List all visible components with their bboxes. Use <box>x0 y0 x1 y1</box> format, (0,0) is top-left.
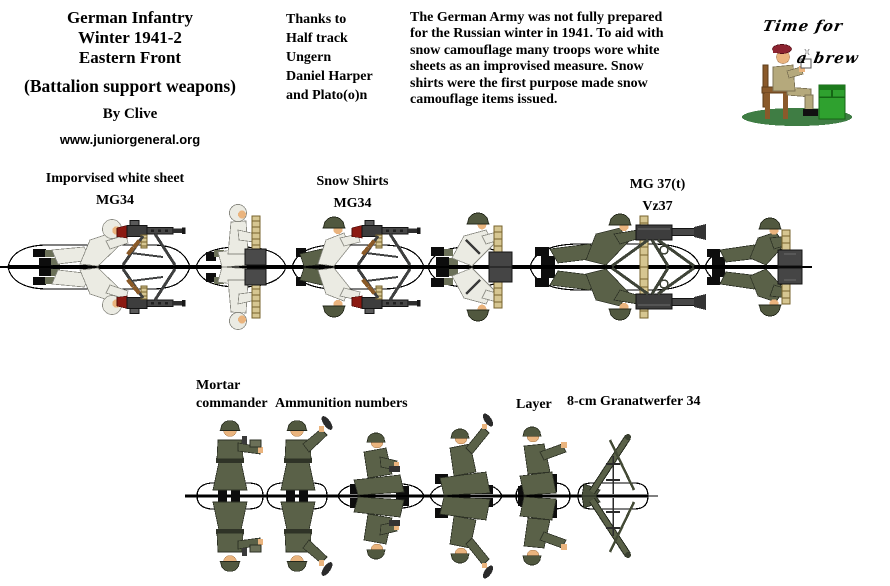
figure-mortar-commander <box>212 420 263 496</box>
thanks-block: Thanks to Half track Ungern Daniel Harpe… <box>286 10 411 105</box>
seated-soldier-brew-icon <box>742 44 852 126</box>
figure-granatwerfer-mortar <box>581 434 636 497</box>
label-mg37t: MG 37(t) Vz37 <box>610 174 705 218</box>
figure-mg34-gunner-snow-shirt <box>296 216 422 267</box>
page-title-line2: Winter 1941-2 <box>78 28 182 47</box>
figure-bases <box>196 482 649 497</box>
figure-layer <box>518 426 567 496</box>
label-group1-title: Imporvised white sheet <box>45 171 185 186</box>
byline: By Clive <box>102 106 158 122</box>
label-group2-title: Snow Shirts <box>316 174 389 189</box>
mortar-team-row <box>185 413 658 580</box>
thanks-line: and Plato(o)n <box>286 88 368 103</box>
figure-assistant-white-sheet <box>206 204 267 268</box>
figure-mg37t-assistant <box>707 217 803 267</box>
title-block: German Infantry Winter 1941-2 Eastern Fr… <box>2 8 258 147</box>
thanks-line: Half track <box>286 31 348 46</box>
machine-gun-teams-row <box>0 204 812 342</box>
brew-caption-line1: Time for <box>761 17 845 35</box>
thanks-line: Ungern <box>286 50 332 65</box>
figure-ammunition-number-standing <box>280 416 333 496</box>
label-mortar-commander-line1: Mortar <box>196 378 241 393</box>
label-group2-subtitle: MG34 <box>333 196 372 211</box>
figure-ammunition-number-raised-bomb <box>435 413 494 496</box>
label-granatwerfer: 8-cm Granatwerfer 34 <box>567 394 701 409</box>
label-group1-subtitle: MG34 <box>95 193 135 208</box>
brew-vignette: Time for a brew <box>735 5 890 130</box>
page-title-line1: German Infantry <box>66 8 194 27</box>
figure-mg34-gunner-white-sheet <box>33 219 187 267</box>
page-subtitle: (Battalion support weapons) <box>24 76 236 96</box>
label-layer: Layer <box>516 397 552 412</box>
thanks-line: Daniel Harper <box>286 69 373 84</box>
figure-ammunition-number-kneeling <box>350 432 409 496</box>
label-improvised-white-sheet: Imporvised white sheet MG34 <box>10 168 220 212</box>
figure-mg37t-gunner <box>535 213 706 268</box>
page-title-line3: Eastern Front <box>78 48 182 67</box>
website-url: www.juniorgeneral.org <box>59 132 201 147</box>
thanks-line: Thanks to <box>286 12 347 27</box>
figure-assistant-snow-shirt <box>431 212 513 268</box>
label-group3-title: MG 37(t) <box>629 177 686 192</box>
label-ammunition-numbers: Ammunition numbers <box>275 396 408 411</box>
label-group3-subtitle: Vz37 <box>642 199 673 214</box>
label-snow-shirts: Snow Shirts MG34 <box>305 171 400 215</box>
label-mortar-commander: Mortar commander <box>196 377 276 413</box>
description-paragraph: The German Army was not fully prepared f… <box>410 10 664 108</box>
brew-caption-line2: a brew <box>795 49 861 67</box>
label-mortar-commander-line2: commander <box>196 396 268 411</box>
